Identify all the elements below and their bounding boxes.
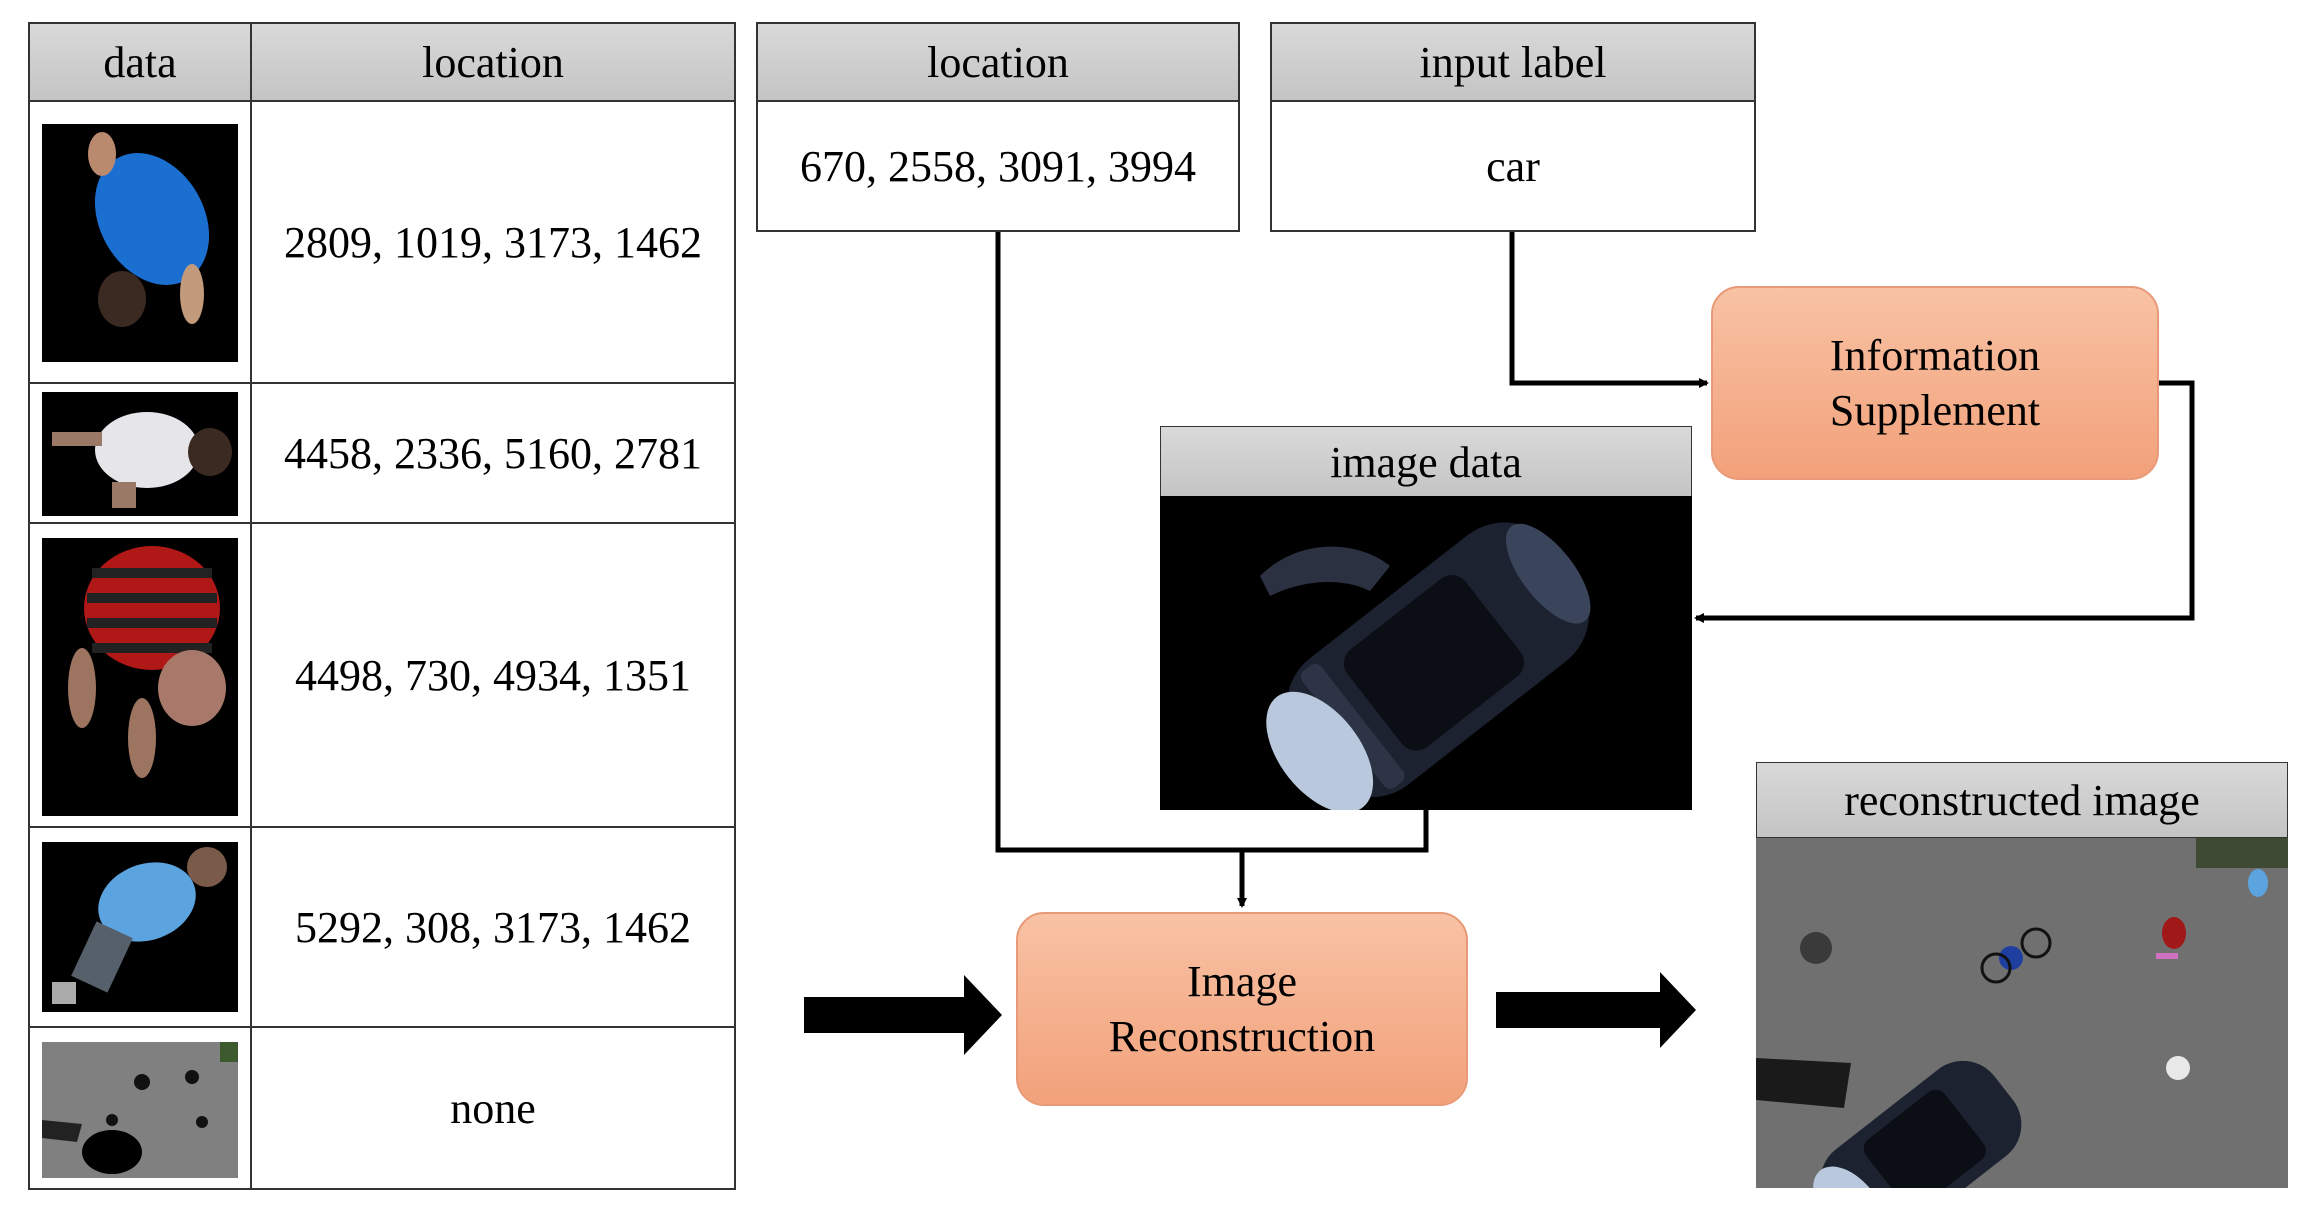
info-to-imagedata-connector — [1694, 380, 2195, 623]
table-header-data: data — [28, 22, 252, 102]
table-header-location-label: location — [422, 37, 564, 87]
reconstructed-image-header: reconstructed image — [1756, 762, 2288, 838]
table-row-1-thumb-cell — [28, 100, 252, 384]
table-row-5-thumb-cell — [28, 1026, 252, 1190]
table-row-2-location: 4458, 2336, 5160, 2781 — [250, 382, 736, 524]
image-reconstruction-line1: Image — [1187, 957, 1297, 1006]
image-reconstruction-box: Image Reconstruction — [1016, 912, 1468, 1106]
query-label-value: car — [1270, 100, 1756, 232]
label-to-info-connector — [1509, 232, 1709, 388]
table-row-3-location: 4498, 730, 4934, 1351 — [250, 522, 736, 828]
image-data-header: image data — [1160, 426, 1692, 498]
table-row-2-thumb-cell — [28, 382, 252, 524]
recon-to-output-big-arrow — [1496, 972, 1696, 1048]
person-blue-shirt-thumbnail — [42, 124, 238, 362]
person-lightblue-shirt-thumbnail — [42, 842, 238, 1012]
person-red-striped-shirt-thumbnail — [42, 538, 238, 816]
table-to-recon-big-arrow — [804, 975, 1002, 1055]
table-row-4-location: 5292, 308, 3173, 1462 — [250, 826, 736, 1028]
table-row-3-thumb-cell — [28, 522, 252, 828]
table-row-4-thumb-cell — [28, 826, 252, 1028]
table-row-1-location: 2809, 1019, 3173, 1462 — [250, 100, 736, 384]
query-label-header: input label — [1270, 22, 1756, 102]
information-supplement-line2: Supplement — [1829, 386, 2041, 435]
image-data-car-picture — [1160, 496, 1692, 810]
scene-background-thumbnail — [42, 1042, 238, 1178]
table-header-data-label: data — [103, 37, 177, 87]
table-row-5-location: none — [250, 1026, 736, 1190]
information-supplement-box: Information Supplement — [1711, 286, 2159, 480]
query-location-value: 670, 2558, 3091, 3994 — [756, 100, 1240, 232]
location-to-recon-connector — [995, 232, 1429, 853]
image-reconstruction-line2: Reconstruction — [1108, 1012, 1376, 1061]
person-white-shirt-thumbnail — [42, 392, 238, 516]
information-supplement-line1: Information — [1829, 331, 2041, 380]
reconstructed-image-picture — [1756, 838, 2288, 1188]
